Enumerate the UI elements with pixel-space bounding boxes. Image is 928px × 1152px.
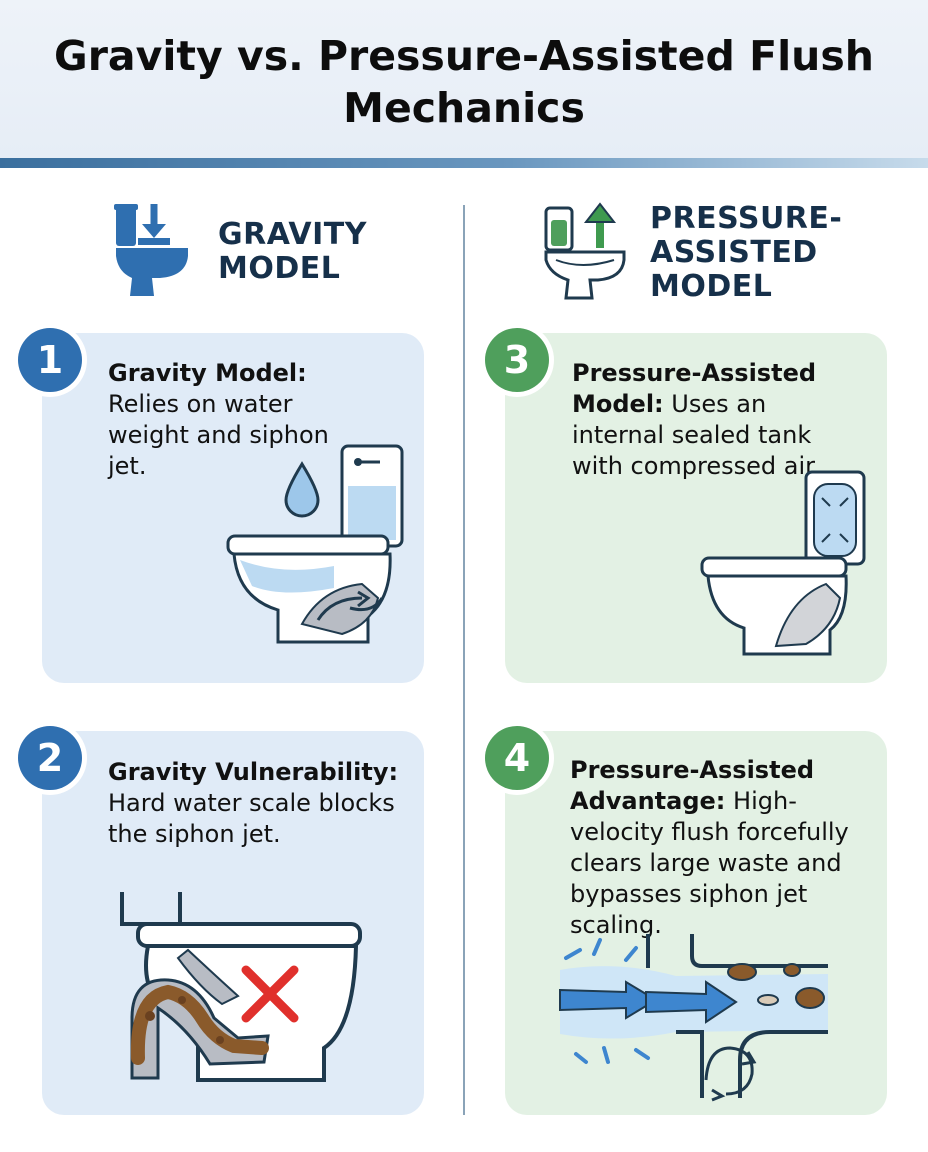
pressure-toilet-icon — [544, 202, 626, 300]
pressure-toilet-illustration — [700, 470, 866, 656]
step-badge-2: 2 — [18, 726, 82, 790]
card-3-body: Uses an internal sealed tank with compre… — [572, 390, 821, 480]
step-number: 4 — [503, 736, 531, 780]
step-number: 1 — [36, 338, 64, 382]
high-velocity-flush-illustration — [559, 934, 828, 1102]
header-accent-bar — [0, 158, 928, 168]
card-1-body: Relies on water weight and siphon jet. — [108, 390, 329, 480]
gravity-column-heading: GRAVITY MODEL — [218, 218, 367, 286]
pressure-column-heading: PRESSURE- ASSISTED MODEL — [650, 202, 842, 304]
column-divider — [463, 205, 465, 1115]
step-number: 2 — [36, 736, 64, 780]
gravity-toilet-illustration — [226, 444, 404, 644]
gravity-toilet-icon — [114, 204, 188, 296]
step-badge-1: 1 — [18, 328, 82, 392]
card-4-body: High-velocity flush forcefully clears la… — [570, 787, 849, 939]
pressure-heading-line1: PRESSURE- — [650, 201, 843, 236]
card-3-text: Pressure-Assisted Model: Uses an interna… — [572, 358, 852, 482]
card-1-text: Gravity Model: Relies on water weight an… — [108, 358, 338, 482]
step-badge-4: 4 — [485, 726, 549, 790]
card-1-bold: Gravity Model: — [108, 359, 307, 387]
gravity-heading-line2: MODEL — [218, 251, 341, 286]
scaled-siphon-illustration — [120, 892, 362, 1082]
step-badge-3: 3 — [485, 328, 549, 392]
pressure-heading-line3: MODEL — [650, 269, 773, 304]
card-pressure-advantage — [505, 731, 887, 1115]
page-title: Gravity vs. Pressure-Assisted Flush Mech… — [0, 30, 928, 134]
pressure-heading-line2: ASSISTED — [650, 235, 818, 270]
card-4-text: Pressure-Assisted Advantage: High-veloci… — [570, 755, 876, 941]
step-number: 3 — [503, 338, 531, 382]
card-2-body: Hard water scale blocks the siphon jet. — [108, 789, 395, 848]
card-2-bold: Gravity Vulnerability: — [108, 758, 399, 786]
gravity-heading-line1: GRAVITY — [218, 217, 367, 252]
page-title-text: Gravity vs. Pressure-Assisted Flush Mech… — [54, 32, 874, 132]
card-3-bold: Pressure-Assisted Model: — [572, 359, 817, 418]
card-2-text: Gravity Vulnerability: Hard water scale … — [108, 757, 408, 850]
header-banner: Gravity vs. Pressure-Assisted Flush Mech… — [0, 0, 928, 158]
card-4-bold: Pressure-Assisted Advantage: — [570, 756, 815, 815]
